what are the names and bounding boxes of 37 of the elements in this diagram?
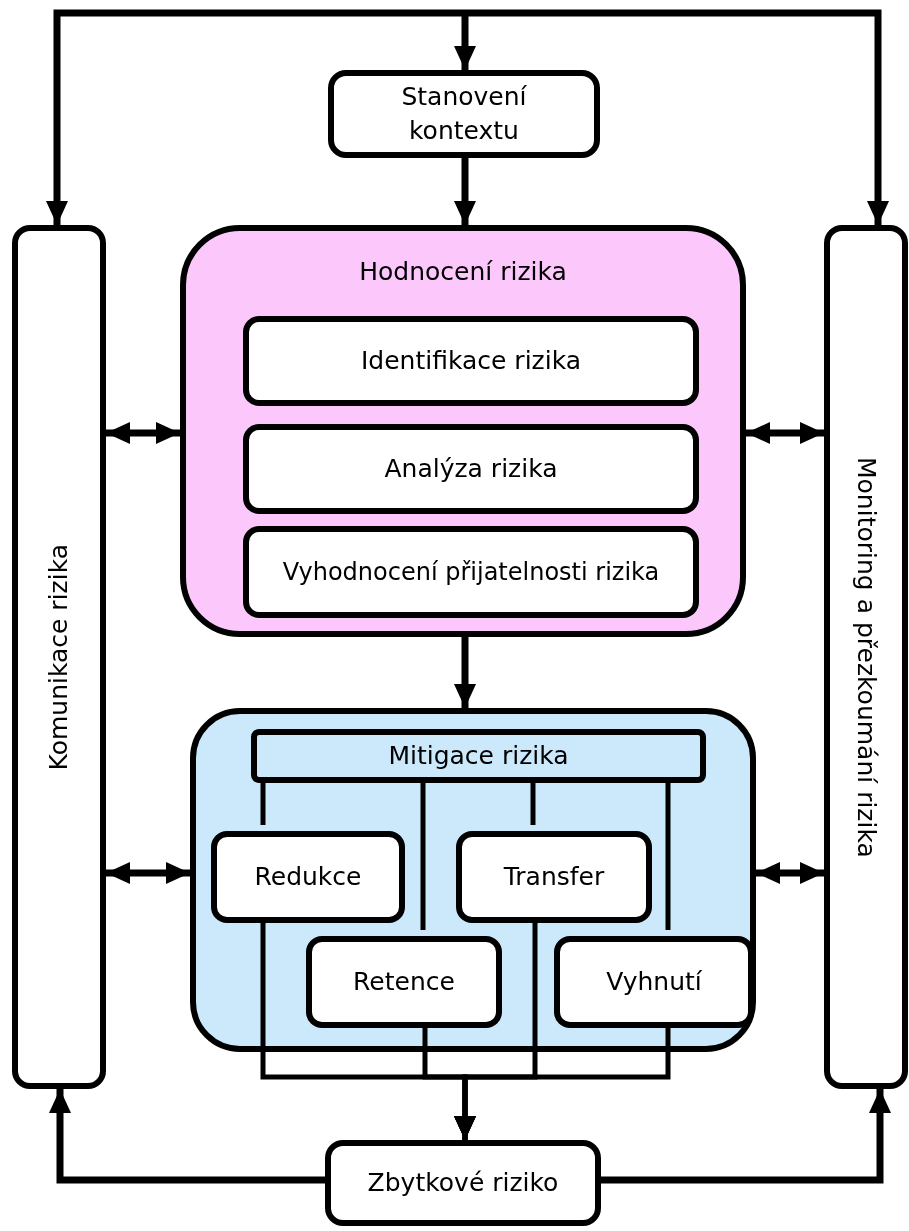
process-box [243, 316, 699, 406]
arrow [746, 422, 824, 444]
box-label: Hodnocení rizika [359, 256, 567, 288]
box-label: Identifikace rizika [360, 345, 581, 378]
box-label: Transfer [503, 861, 605, 894]
arrow [46, 9, 465, 225]
process-box [180, 225, 746, 637]
process-box [211, 831, 405, 923]
arrow [106, 422, 180, 444]
box-label: Zbytkové riziko [367, 1167, 559, 1200]
process-box [824, 225, 908, 1089]
process-box [456, 831, 652, 923]
box-label: Stanovení kontextu [400, 81, 528, 147]
group-box [190, 708, 756, 1052]
box-label: Mitigace rizika [388, 740, 569, 773]
process-box [243, 526, 699, 618]
arrow [601, 1089, 891, 1184]
process-box [325, 1140, 601, 1226]
process-box [328, 70, 600, 158]
box-label: Analýza rizika [384, 453, 558, 486]
arrow [756, 862, 824, 884]
arrow [454, 637, 476, 708]
process-box [12, 225, 106, 1089]
box-label: Retence [353, 966, 455, 999]
box-label: Redukce [254, 861, 362, 894]
arrow [106, 862, 190, 884]
process-box [554, 936, 754, 1028]
box-label: Monitoring a přezkoumání rizika [850, 456, 882, 858]
box-label: Vyhodnocení přijatelnosti rizika [282, 556, 660, 588]
process-box [306, 936, 502, 1028]
process-box [243, 424, 699, 514]
arrow [465, 9, 889, 225]
box-label: Komunikace rizika [43, 543, 75, 771]
arrow [49, 1089, 325, 1184]
process-box [251, 729, 706, 783]
box-label: Vyhnutí [606, 966, 702, 999]
arrow [454, 158, 476, 225]
